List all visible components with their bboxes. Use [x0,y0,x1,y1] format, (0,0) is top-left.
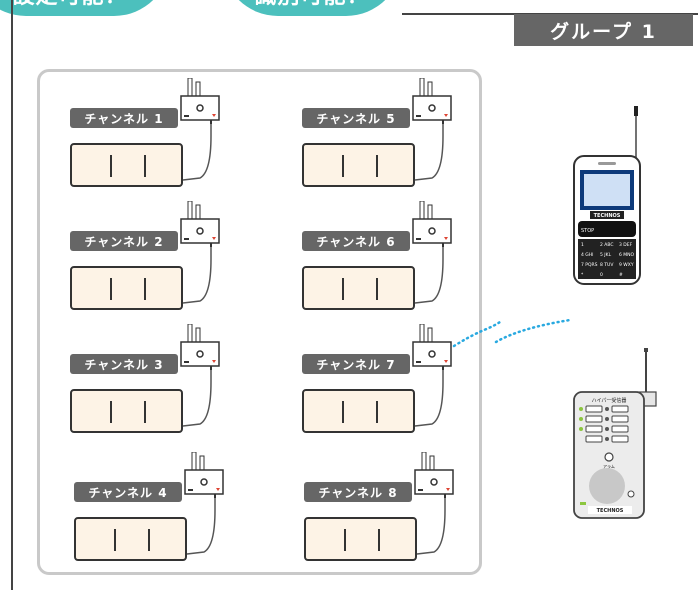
tank [302,266,415,310]
logger-icon [180,324,220,370]
channel-6: チャンネル 6 [302,201,502,331]
channel-7: チャンネル 7 [302,324,502,454]
logger-icon [412,201,452,247]
phone-key: 1 [581,242,584,248]
channel-2: チャンネル 2 [70,201,270,331]
tank [70,266,183,310]
sensor-cable [416,498,446,555]
phone-key: 7 PQRS [581,262,598,268]
channel-5-label: チャンネル 5 [302,108,410,128]
phone-brand: TECHNOS [594,213,621,219]
receiver-alarm-label: アラム [603,463,615,469]
sensor-cable [414,370,444,427]
sensor-cable [182,247,212,304]
phone-key: 6 MNO [619,252,635,258]
logger-icon [412,78,452,124]
phone-stop-key: STOP [581,228,594,234]
channel-1-label: チャンネル 1 [70,108,178,128]
sensor-cable [414,124,444,181]
channel-1: チャンネル 1 [70,78,270,208]
phone-key: 5 JKL [600,252,612,258]
sensor-cable [186,498,216,555]
receiver-brand: TECHNOS [597,508,624,514]
phone-key: 2 ABC [600,242,614,248]
logger-icon [180,78,220,124]
mobile-phone-icon: TECHNOS STOP 1 2 ABC 3 DEF 4 GHI 5 JKL 6… [573,106,641,285]
left-divider [11,0,13,590]
phone-key: 8 TUV [600,262,614,268]
identify-bubble-text: 識別可能！ [254,0,369,10]
logger-icon [414,452,454,498]
logger-icon [180,201,220,247]
tank [70,143,183,187]
tank [302,143,415,187]
setting-bubble: 設定可能！ [0,0,170,16]
phone-key: 9 WXY [619,262,634,268]
channel-5: チャンネル 5 [302,78,502,208]
channel-panel: チャンネル 1 チャンネル 5 [37,69,482,575]
phone-key: 3 DEF [619,242,633,248]
channel-4: チャンネル 4 [74,452,274,582]
tank [70,389,183,433]
logger-icon [412,324,452,370]
phone-key: # [619,272,623,278]
channel-8-label: チャンネル 8 [304,482,412,502]
channel-4-label: チャンネル 4 [74,482,182,502]
receiver-icon: ハイパー受信器 アラム TECHNOS [573,348,657,519]
phone-key: * [581,272,584,278]
channel-3-label: チャンネル 3 [70,354,178,374]
sensor-cable [182,370,212,427]
wireless-signal-icon [452,318,572,348]
receiver-title: ハイパー受信器 [592,397,627,404]
setting-bubble-text: 設定可能！ [12,0,127,10]
group-label: グループ 1 [514,14,693,46]
sensor-cable [414,247,444,304]
tank [74,517,187,561]
sensor-cable [182,124,212,181]
phone-key: 0 [600,272,603,278]
logger-icon [184,452,224,498]
phone-key: 4 GHI [581,252,594,258]
channel-8: チャンネル 8 [304,452,504,582]
tank [304,517,417,561]
channel-3: チャンネル 3 [70,324,270,454]
group-label-text: グループ 1 [550,20,657,43]
channel-6-label: チャンネル 6 [302,231,410,251]
tank [302,389,415,433]
identify-bubble: 識別可能！ [222,0,402,16]
channel-2-label: チャンネル 2 [70,231,178,251]
channel-7-label: チャンネル 7 [302,354,410,374]
